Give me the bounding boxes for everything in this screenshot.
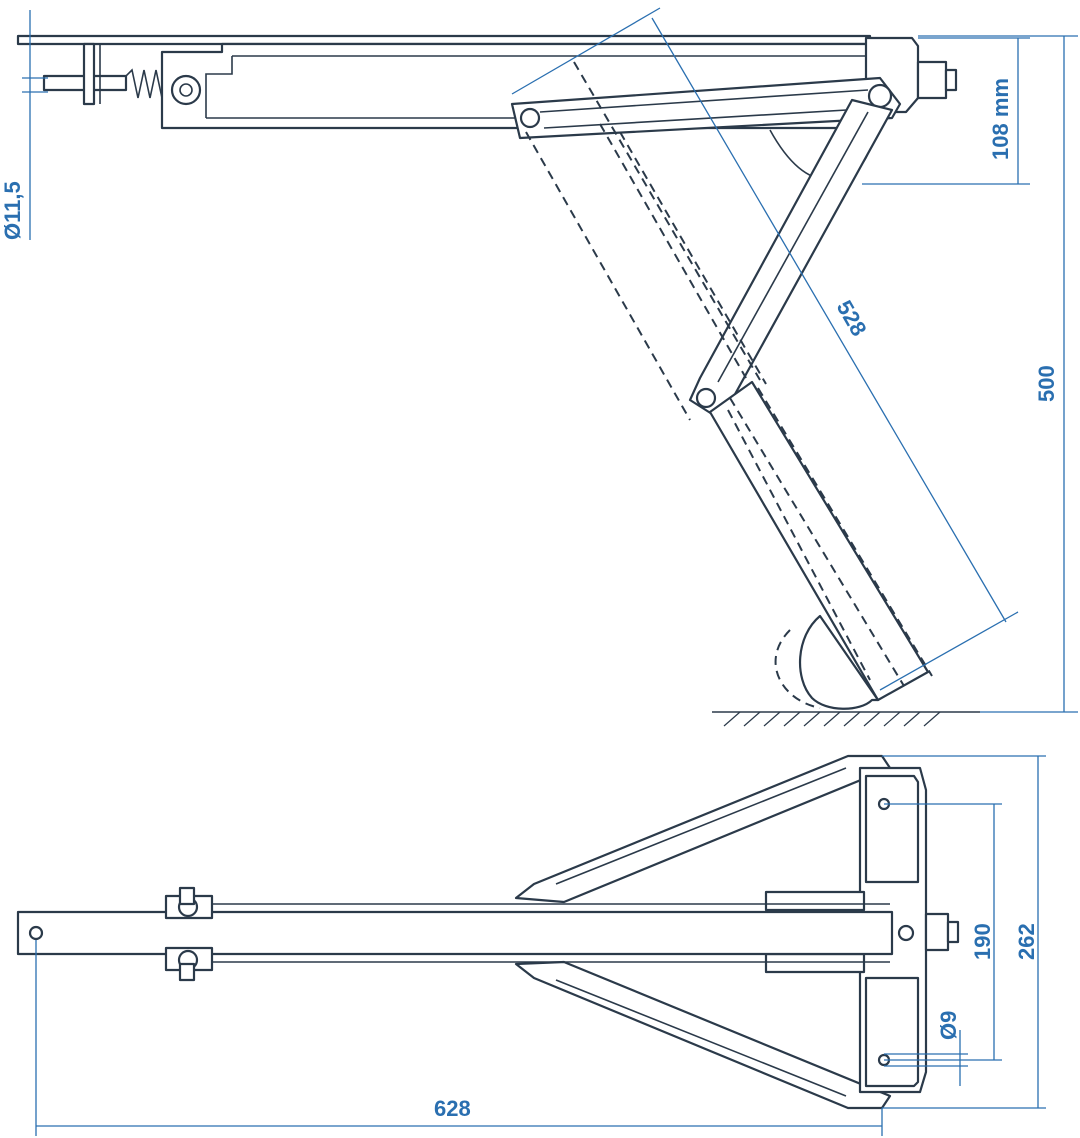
dim-hole-spacing: 190 bbox=[970, 923, 995, 960]
top-view-dimensions: 190 262 Ø9 628 bbox=[35, 755, 1046, 1136]
diagonal-strut bbox=[688, 98, 894, 416]
threaded-bolt bbox=[42, 42, 163, 106]
triangle-frame bbox=[514, 754, 892, 904]
dim-lift-height: 108 mm bbox=[988, 78, 1013, 160]
support-foot bbox=[798, 614, 880, 710]
dim-total-height: 500 bbox=[1034, 365, 1059, 402]
side-view-dimensions: Ø11,5 108 mm 500 528 bbox=[0, 7, 1078, 713]
dim-bolt-diameter: Ø11,5 bbox=[0, 181, 25, 240]
dim-plate-width: 262 bbox=[1014, 923, 1039, 960]
hinge-bolt-assembly bbox=[164, 886, 214, 982]
main-bar bbox=[16, 910, 894, 956]
pivot-bolt-right bbox=[867, 83, 893, 109]
mounting-plate bbox=[16, 34, 872, 46]
lifting-arm bbox=[510, 76, 902, 140]
dim-total-length: 628 bbox=[434, 1096, 471, 1121]
spindle-nut bbox=[916, 60, 948, 100]
ground-line bbox=[712, 711, 980, 727]
support-leg bbox=[708, 380, 930, 702]
retracted-leg-outline bbox=[525, 61, 933, 709]
top-spindle-nut bbox=[924, 912, 950, 952]
end-hole bbox=[28, 925, 44, 941]
dim-hole-diameter: Ø9 bbox=[936, 1011, 961, 1040]
pivot-bolt-left bbox=[170, 74, 202, 106]
side-view bbox=[16, 34, 980, 727]
top-view bbox=[16, 754, 960, 1110]
